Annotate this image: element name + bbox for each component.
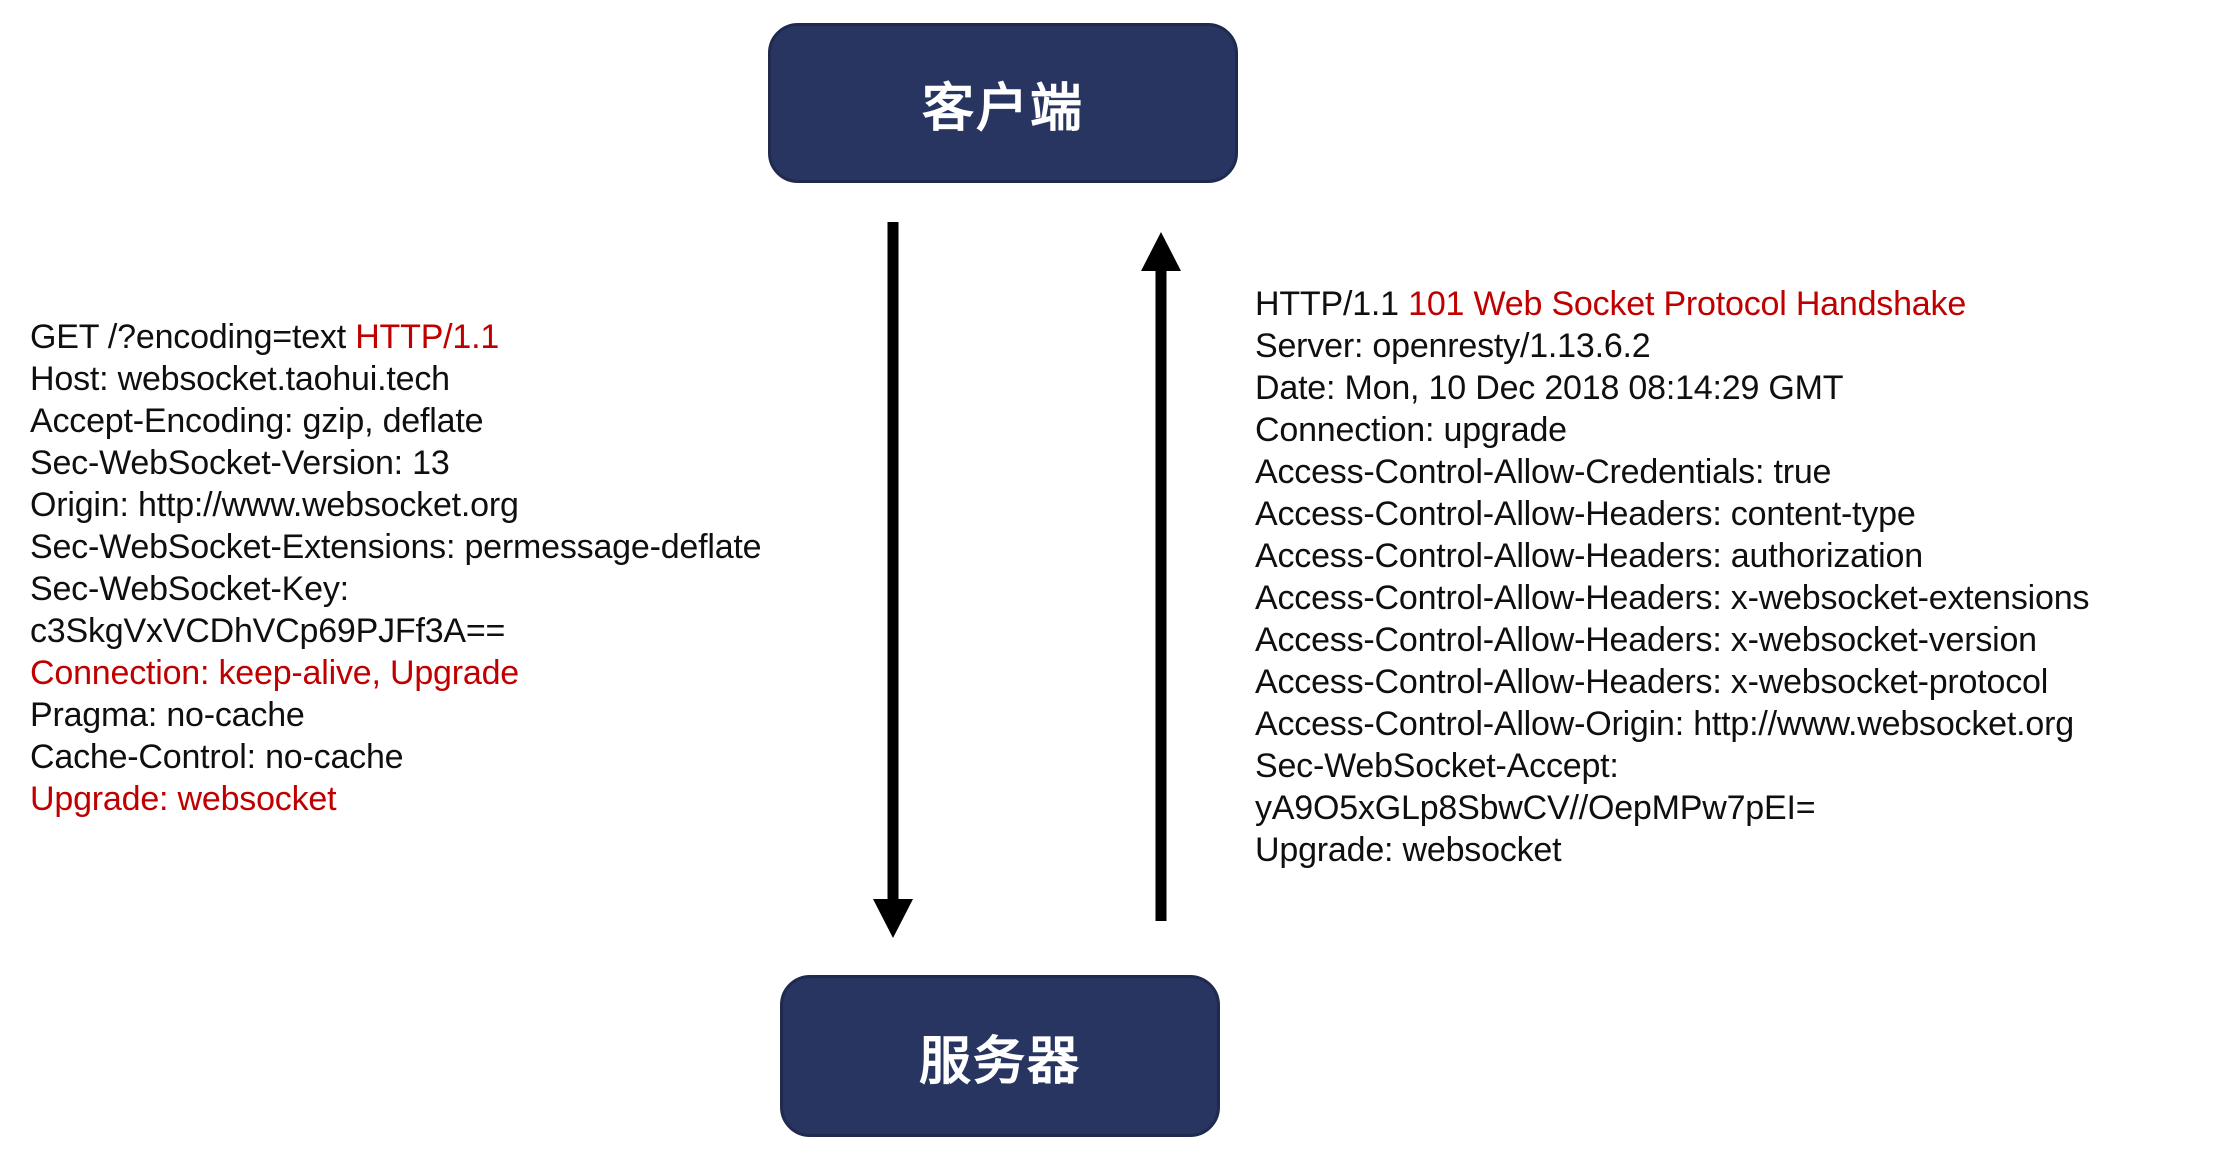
header-segment: Access-Control-Allow-Headers: x-websocke…	[1255, 579, 2090, 617]
header-line: c3SkgVxVCDhVCp69PJFf3A==	[30, 610, 761, 652]
header-line: Connection: upgrade	[1255, 409, 2089, 451]
header-segment: Cache-Control: no-cache	[30, 738, 404, 776]
header-segment: Sec-WebSocket-Version: 13	[30, 444, 450, 482]
header-segment: Access-Control-Allow-Origin: http://www.…	[1255, 705, 2074, 743]
response-headers-text: HTTP/1.1 101 Web Socket Protocol Handsha…	[1255, 283, 2089, 871]
header-segment: HTTP/1.1	[355, 318, 500, 356]
header-line: Access-Control-Allow-Origin: http://www.…	[1255, 703, 2089, 745]
header-line: GET /?encoding=text HTTP/1.1	[30, 316, 761, 358]
header-line: Upgrade: websocket	[1255, 829, 2089, 871]
header-segment: Access-Control-Allow-Headers: content-ty…	[1255, 495, 1916, 533]
response-arrow-up-icon	[1141, 232, 1181, 921]
header-line: Cache-Control: no-cache	[30, 736, 761, 778]
client-node-label: 客户端	[921, 79, 1084, 138]
header-line: Pragma: no-cache	[30, 694, 761, 736]
header-line: Sec-WebSocket-Accept:	[1255, 745, 2089, 787]
header-segment: Upgrade: websocket	[30, 780, 337, 818]
header-line: Server: openresty/1.13.6.2	[1255, 325, 2089, 367]
header-line: yA9O5xGLp8SbwCV//OepMPw7pEI=	[1255, 787, 2089, 829]
header-segment: yA9O5xGLp8SbwCV//OepMPw7pEI=	[1255, 789, 1816, 827]
header-segment: Sec-WebSocket-Accept:	[1255, 747, 1619, 785]
header-line: Accept-Encoding: gzip, deflate	[30, 400, 761, 442]
header-segment: HTTP/1.1	[1255, 285, 1409, 323]
header-line: Access-Control-Allow-Headers: content-ty…	[1255, 493, 2089, 535]
header-line: Access-Control-Allow-Headers: authorizat…	[1255, 535, 2089, 577]
header-segment: Accept-Encoding: gzip, deflate	[30, 402, 484, 440]
header-segment: 101 Web Socket Protocol Handshake	[1408, 285, 1967, 323]
server-node-label: 服务器	[918, 1032, 1081, 1091]
request-arrow-down-icon	[873, 222, 913, 938]
header-line: HTTP/1.1 101 Web Socket Protocol Handsha…	[1255, 283, 2089, 325]
header-segment: GET /?encoding=text	[30, 318, 356, 356]
header-segment: Access-Control-Allow-Headers: authorizat…	[1255, 537, 1923, 575]
header-line: Access-Control-Allow-Headers: x-websocke…	[1255, 577, 2089, 619]
header-segment: Server: openresty/1.13.6.2	[1255, 327, 1651, 365]
header-line: Access-Control-Allow-Credentials: true	[1255, 451, 2089, 493]
header-segment: Sec-WebSocket-Key:	[30, 570, 349, 608]
header-line: Origin: http://www.websocket.org	[30, 484, 761, 526]
header-line: Upgrade: websocket	[30, 778, 761, 820]
header-segment: Connection: upgrade	[1255, 411, 1567, 449]
server-node: 服务器	[780, 975, 1220, 1137]
header-line: Date: Mon, 10 Dec 2018 08:14:29 GMT	[1255, 367, 2089, 409]
header-line: Sec-WebSocket-Key:	[30, 568, 761, 610]
header-line: Access-Control-Allow-Headers: x-websocke…	[1255, 619, 2089, 661]
header-segment: Upgrade: websocket	[1255, 831, 1562, 869]
header-line: Host: websocket.taohui.tech	[30, 358, 761, 400]
header-segment: Sec-WebSocket-Extensions: permessage-def…	[30, 528, 762, 566]
header-segment: Pragma: no-cache	[30, 696, 305, 734]
header-segment: Access-Control-Allow-Credentials: true	[1255, 453, 1832, 491]
header-segment: Origin: http://www.websocket.org	[30, 486, 519, 524]
header-segment: c3SkgVxVCDhVCp69PJFf3A==	[30, 612, 506, 650]
header-segment: Access-Control-Allow-Headers: x-websocke…	[1255, 663, 2049, 701]
header-segment: Date: Mon, 10 Dec 2018 08:14:29 GMT	[1255, 369, 1844, 407]
header-line: Sec-WebSocket-Version: 13	[30, 442, 761, 484]
client-node: 客户端	[768, 23, 1238, 183]
header-line: Sec-WebSocket-Extensions: permessage-def…	[30, 526, 762, 568]
header-segment: Connection: keep-alive, Upgrade	[30, 654, 519, 692]
header-segment: Host: websocket.taohui.tech	[30, 360, 450, 398]
header-line: Connection: keep-alive, Upgrade	[30, 652, 761, 694]
header-segment: Access-Control-Allow-Headers: x-websocke…	[1255, 621, 2037, 659]
header-line: Access-Control-Allow-Headers: x-websocke…	[1255, 661, 2089, 703]
